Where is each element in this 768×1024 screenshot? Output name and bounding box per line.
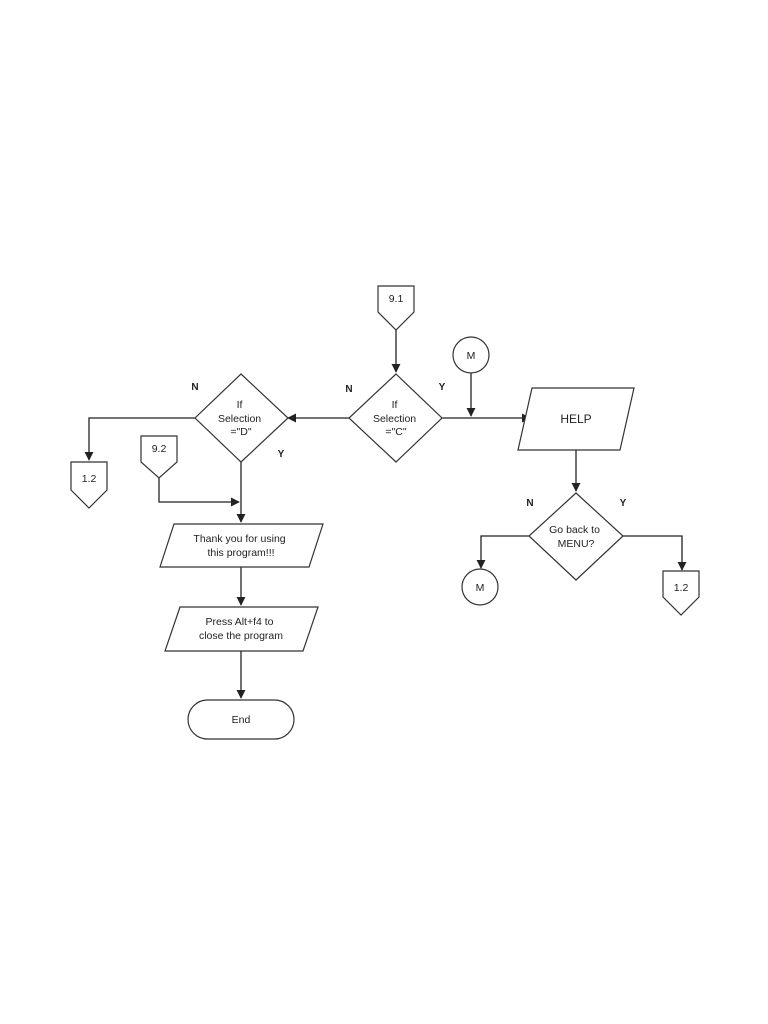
- decision-selection-c[interactable]: If Selection ="C": [348, 373, 443, 463]
- end-label: End: [232, 714, 251, 726]
- end-terminator[interactable]: End: [187, 699, 295, 740]
- connector-m-top[interactable]: M: [452, 336, 490, 374]
- off-page-connector-9-1[interactable]: 9.1: [377, 285, 415, 331]
- decision-c-label: If Selection ="C": [373, 399, 419, 438]
- help-label: HELP: [560, 412, 591, 426]
- connector-9-1-label: 9.1: [389, 293, 404, 305]
- connector-m-bottom[interactable]: M: [461, 568, 499, 606]
- connector-9-2-label: 9.2: [152, 443, 167, 455]
- connector-m-top-label: M: [467, 350, 476, 362]
- decision-c-yes-label: Y: [439, 382, 446, 393]
- decision-d-label: If Selection ="D": [218, 399, 264, 438]
- branch-labels: N Y N Y N Y: [191, 382, 626, 509]
- decision-menu-label: Go back to MENU?: [549, 524, 603, 550]
- edge-decision-menu-to-m-bottom: [476, 535, 529, 569]
- thank-you-label: Thank you for using this program!!!: [193, 533, 288, 559]
- edge-decision-d-to-1-2-left: [84, 417, 195, 461]
- decision-selection-d[interactable]: If Selection ="D": [194, 373, 289, 463]
- decision-d-no-label: N: [191, 382, 198, 393]
- connector-m-bottom-label: M: [476, 582, 485, 594]
- off-page-connector-1-2-left[interactable]: 1.2: [70, 461, 108, 509]
- decision-c-no-label: N: [345, 384, 352, 395]
- decision-d-yes-label: Y: [278, 449, 285, 460]
- decision-menu-no-label: N: [526, 498, 533, 509]
- off-page-connector-1-2-right[interactable]: 1.2: [662, 570, 700, 616]
- off-page-connector-9-2[interactable]: 9.2: [140, 435, 178, 479]
- thank-you-io-box[interactable]: Thank you for using this program!!!: [159, 523, 324, 568]
- press-alt-f4-label: Press Alt+f4 to close the program: [199, 616, 283, 642]
- decision-menu-yes-label: Y: [620, 498, 627, 509]
- decision-go-back-to-menu[interactable]: Go back to MENU?: [528, 492, 624, 581]
- edge-9-2-to-thank-you: [158, 478, 240, 507]
- help-io-box[interactable]: HELP: [517, 387, 635, 451]
- edge-decision-menu-to-1-2-right: [623, 535, 687, 571]
- edges: [84, 330, 687, 699]
- press-alt-f4-io-box[interactable]: Press Alt+f4 to close the program: [164, 606, 319, 652]
- connector-1-2-left-label: 1.2: [82, 473, 97, 485]
- connector-1-2-right-label: 1.2: [674, 582, 689, 594]
